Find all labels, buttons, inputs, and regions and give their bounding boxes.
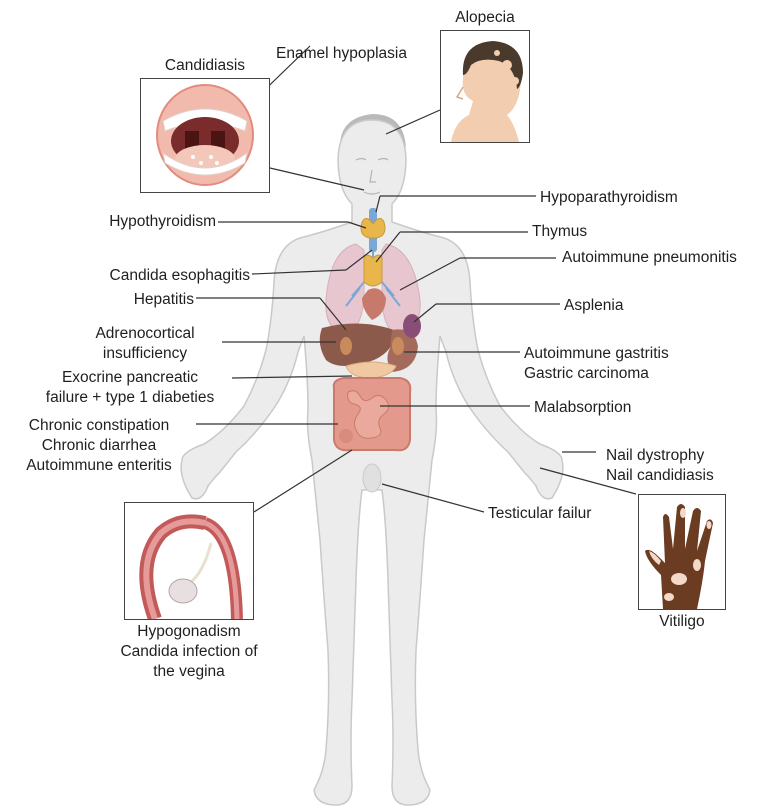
label-asplenia: Asplenia — [564, 296, 623, 316]
label-hypothyroidism: Hypothyroidism — [60, 212, 216, 232]
label-nail-line1: Nail dystrophy — [606, 446, 714, 466]
label-testicular: Testicular failur — [488, 504, 591, 524]
vitiligo-hand-panel — [638, 494, 726, 610]
label-malabsorption: Malabsorption — [534, 398, 631, 418]
label-hypogonadism: Hypogonadism Candida infection of the ve… — [104, 622, 274, 682]
label-adrenocortical: Adrenocortical insufficiency — [70, 324, 220, 364]
label-nail-line2: Nail candidiasis — [606, 466, 714, 486]
genitals — [363, 464, 381, 492]
label-gastric-line2: Gastric carcinoma — [524, 364, 669, 384]
label-pancreatic: Exocrine pancreatic failure + type 1 dia… — [30, 368, 230, 408]
label-thymus: Thymus — [532, 222, 587, 242]
label-nail: Nail dystrophy Nail candidiasis — [606, 446, 714, 486]
label-hypogonadism-line1: Hypogonadism — [104, 622, 274, 642]
alopecia-head-panel — [440, 30, 530, 143]
label-pancreatic-line2: failure + type 1 diabeties — [30, 388, 230, 408]
hypogonadism-panel — [124, 502, 254, 620]
label-pancreatic-line1: Exocrine pancreatic — [30, 368, 230, 388]
label-hepatitis: Hepatitis — [60, 290, 194, 310]
label-hypogonadism-line2: Candida infection of — [104, 642, 274, 662]
spleen-organ — [403, 314, 421, 338]
label-intestinal-line2: Chronic diarrhea — [4, 436, 194, 456]
label-vitiligo: Vitiligo — [638, 612, 726, 632]
label-intestinal-line3: Autoimmune enteritis — [4, 456, 194, 476]
thymus-organ — [364, 255, 382, 286]
label-hypoparathyroidism: Hypoparathyroidism — [540, 188, 678, 208]
label-gastric: Autoimmune gastritis Gastric carcinoma — [524, 344, 669, 384]
label-enamel-hypoplasia: Enamel hypoplasia — [276, 44, 407, 64]
candidiasis-mouth-panel — [140, 78, 270, 193]
label-alopecia: Alopecia — [438, 8, 532, 28]
label-gastric-line1: Autoimmune gastritis — [524, 344, 669, 364]
label-hypogonadism-line3: the vegina — [104, 662, 274, 682]
label-candida-esophagitis: Candida esophagitis — [40, 266, 250, 286]
label-autoimmune-pneumonitis: Autoimmune pneumonitis — [562, 248, 737, 268]
label-intestinal-line1: Chronic constipation — [4, 416, 194, 436]
label-candidiasis: Candidiasis — [140, 56, 270, 76]
label-intestinal: Chronic constipation Chronic diarrhea Au… — [4, 416, 194, 476]
label-adrenocortical-line2: insufficiency — [70, 344, 220, 364]
label-adrenocortical-line1: Adrenocortical — [70, 324, 220, 344]
